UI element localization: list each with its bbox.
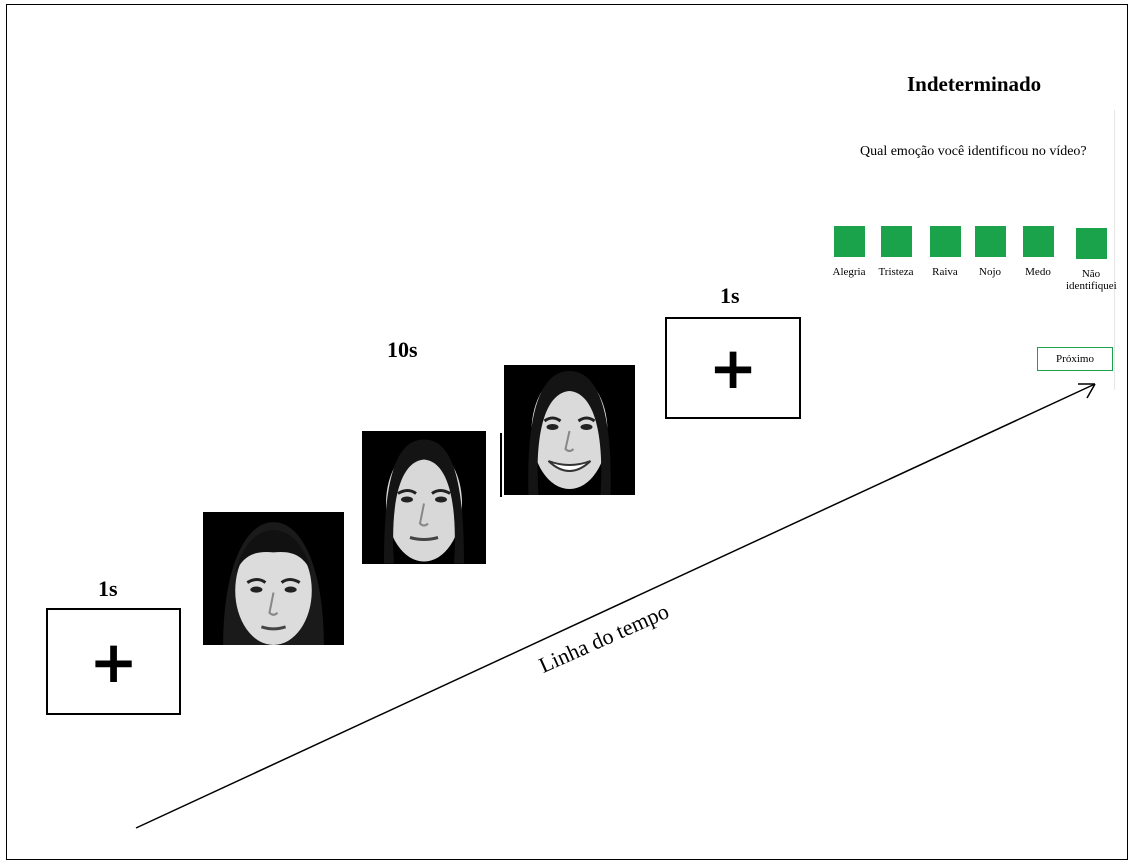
- response-panel-edge: [1114, 110, 1115, 390]
- option-alegria[interactable]: Alegria: [814, 226, 884, 278]
- face-smile-image: [504, 365, 635, 495]
- option-nao-identifiquei[interactable]: Não identifiquei: [1056, 228, 1126, 292]
- option-medo[interactable]: Medo: [1003, 226, 1073, 278]
- frame-divider-line: [500, 433, 502, 497]
- video-frame-transition: [362, 431, 486, 564]
- option-alegria-button[interactable]: [833, 226, 865, 257]
- face-transition-image: [362, 431, 486, 564]
- option-raiva[interactable]: Raiva: [910, 226, 980, 278]
- fixation-end-screen: +: [665, 317, 801, 419]
- option-raiva-button[interactable]: [929, 226, 961, 257]
- video-duration: 10s: [387, 337, 418, 362]
- video-frame-neutral: [203, 512, 344, 645]
- option-nojo[interactable]: Nojo: [955, 226, 1025, 278]
- response-question: Qual emoção você identificou no vídeo?: [860, 144, 1087, 159]
- option-label: Nojo: [979, 266, 1001, 278]
- fixation-cross: +: [89, 627, 138, 696]
- option-tristeza[interactable]: Tristeza: [861, 226, 931, 278]
- option-nojo-button[interactable]: [974, 226, 1006, 257]
- option-label: Medo: [1025, 266, 1051, 278]
- fixation-start-duration: 1s: [98, 576, 118, 601]
- option-label: Raiva: [932, 266, 958, 278]
- fixation-cross: +: [708, 334, 758, 402]
- option-label: Tristeza: [878, 266, 914, 278]
- option-nao-identifiquei-button[interactable]: [1075, 228, 1107, 259]
- fixation-end-duration: 1s: [720, 283, 740, 308]
- option-tristeza-button[interactable]: [880, 226, 912, 257]
- option-label: Não identifiquei: [1066, 268, 1117, 293]
- option-medo-button[interactable]: [1022, 226, 1054, 257]
- video-frame-expression: [504, 365, 635, 495]
- next-button[interactable]: Próximo: [1037, 347, 1113, 371]
- option-label: Alegria: [832, 266, 866, 278]
- response-title: Indeterminado: [907, 72, 1042, 96]
- fixation-start-screen: +: [46, 608, 181, 715]
- face-neutral-image: [203, 512, 344, 645]
